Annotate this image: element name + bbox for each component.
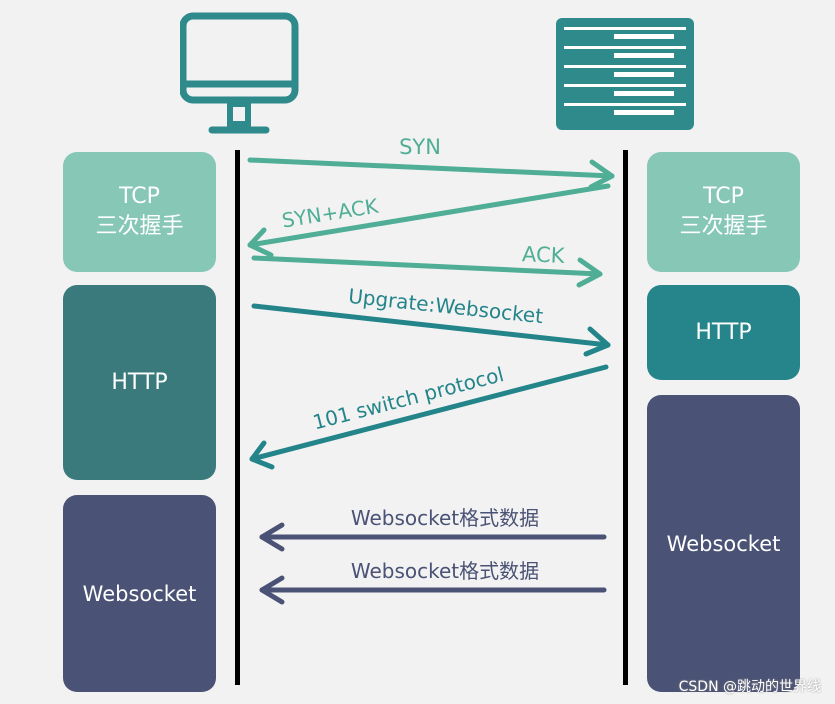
server-websocket-box: Websocket bbox=[647, 395, 800, 692]
syn-label: SYN bbox=[399, 135, 441, 159]
client-handshake-label: 三次握手 bbox=[95, 214, 184, 239]
server-tcp-box: TCP 三次握手 bbox=[647, 152, 800, 272]
watermark: CSDN @跳动的世界线 bbox=[678, 679, 821, 695]
switch-protocol-arrow bbox=[249, 364, 609, 470]
server-handshake-label: 三次握手 bbox=[679, 214, 768, 239]
server-http-box: HTTP bbox=[647, 285, 800, 380]
client-lifeline bbox=[235, 150, 240, 685]
client-tcp-box: TCP 三次握手 bbox=[63, 152, 216, 272]
client-http-label: HTTP bbox=[111, 370, 168, 395]
server-tcp-label: TCP bbox=[703, 184, 744, 209]
upgrade-arrow bbox=[251, 303, 611, 357]
syn-arrow bbox=[247, 157, 615, 190]
ws-data-arrow-2 bbox=[259, 575, 607, 605]
ws-data-label-2: Websocket格式数据 bbox=[351, 559, 539, 583]
server-lifeline bbox=[623, 150, 628, 685]
server-rack-icon bbox=[556, 18, 694, 130]
ws-data-arrow-1 bbox=[259, 522, 607, 552]
ack-label: ACK bbox=[522, 242, 567, 268]
ack-arrow bbox=[251, 255, 603, 288]
monitor-icon bbox=[180, 12, 299, 134]
client-tcp-label: TCP bbox=[119, 184, 160, 209]
server-websocket-label: Websocket bbox=[666, 531, 781, 556]
syn-ack-arrow bbox=[247, 183, 611, 258]
client-websocket-label: Websocket bbox=[82, 581, 197, 606]
server-http-label: HTTP bbox=[695, 320, 752, 345]
ws-data-label-1: Websocket格式数据 bbox=[351, 506, 539, 530]
client-http-box: HTTP bbox=[63, 285, 216, 480]
client-websocket-box: Websocket bbox=[63, 495, 216, 692]
